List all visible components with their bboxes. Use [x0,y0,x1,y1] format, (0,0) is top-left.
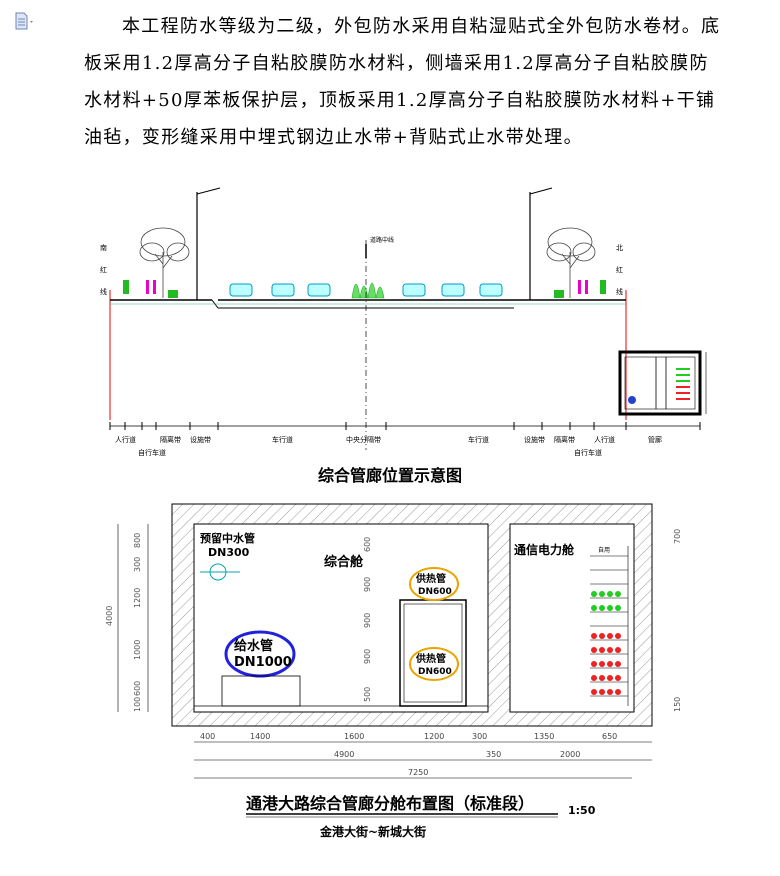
zone-label: 隔离带 [160,435,181,444]
dim-bottom: 400 [200,732,215,741]
dim-bottom: 300 [472,732,487,741]
chevron-down-icon [30,21,33,23]
right-redline-3: 线 [616,287,623,296]
dim-left-total: 4000 [105,606,114,626]
dim-left: 100 [133,697,142,712]
zone-label: 人行道 [115,435,136,444]
zone-label: 人行道 [594,435,615,444]
dim-bottom: 4900 [334,750,354,759]
dim-mid: 600 [363,537,372,552]
tree-left [139,227,190,298]
figure2-title: 通港大路综合管廊分舱布置图（标准段） [246,794,534,813]
zone-label: 车行道 [468,435,489,444]
dim-right: 700 [673,529,682,544]
zone-label: 管廊 [648,435,662,444]
dim-left: 1000 [133,640,142,660]
dim-mid: 500 [363,687,372,702]
tree-right [546,227,596,298]
water-pipe-label: 给水管 [234,638,273,654]
dim-bottom: 1200 [424,732,444,741]
body-paragraph: 本工程防水等级为二级，外包防水采用自粘湿贴式全外包防水卷材。底板采用1.2厚高分… [84,16,721,148]
left-redline-2: 红 [100,265,107,274]
zone-label: 中央分隔带 [346,435,381,444]
dim-bottom: 1400 [250,732,270,741]
figure2-scale: 1:50 [568,804,596,817]
zone-label: 自行车道 [574,448,602,457]
heat-pipe-dn: DN600 [418,667,452,677]
dim-mid: 900 [363,577,372,592]
figure2-subtitle: 金港大街~新城大街 [319,824,426,839]
dim-mid: 900 [363,649,372,664]
dim-left: 1200 [133,588,142,608]
zone-label: 隔离带 [554,435,575,444]
document-icon[interactable] [14,12,36,32]
telecom-cabin-label: 通信电力舱 [514,542,575,557]
dim-bottom: 350 [486,750,501,759]
zone-label: 自行车道 [138,448,166,457]
left-redline-3: 线 [100,287,107,296]
right-redline-1: 北 [616,244,623,252]
zone-label: 设施带 [190,435,211,444]
heat-pipe-label: 供热管 [415,652,446,665]
pipe-gallery-position-diagram: 南 红 线 北 红 线 [100,187,707,457]
zone-label: 设施带 [524,435,545,444]
centerline-label: 道路中线 [370,236,394,244]
reserved-pipe-dn: DN300 [208,546,250,559]
comprehensive-cabin-label: 综合舱 [324,554,364,570]
heat-pipe-dn: DN600 [418,587,452,597]
dim-left: 600 [133,681,142,696]
reserved-pipe-label: 预留中水管 [200,531,255,545]
dim-bottom-total: 7250 [408,768,428,777]
dim-bottom: 1350 [534,732,554,741]
dim-left: 300 [133,557,142,572]
dim-left: 800 [133,533,142,548]
reserve-label: 自用 [598,546,610,554]
heat-pipe-label: 供热管 [415,572,446,585]
dim-bottom: 1600 [344,732,364,741]
pipe-gallery-box [618,350,707,416]
water-pipe-dn: DN1000 [234,655,292,670]
pipe-gallery-section-drawing: 预留中水管 DN300 综合舱 给水管 DN1000 供热管 DN600 供热管… [105,503,682,839]
dim-mid: 900 [363,613,372,628]
left-redline-1: 南 [100,243,107,252]
right-redline-2: 红 [616,265,623,274]
dim-right: 150 [673,697,682,712]
dim-bottom: 650 [602,732,617,741]
dim-bottom: 2000 [560,750,580,759]
figure1-caption: 综合管廊位置示意图 [317,466,462,485]
zone-label: 车行道 [272,435,293,444]
